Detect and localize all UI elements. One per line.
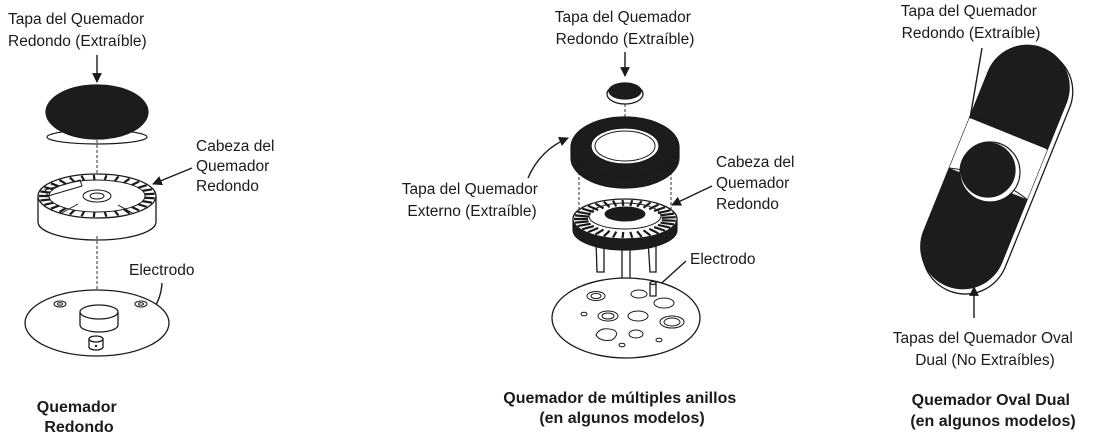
burner-port [648, 227, 659, 235]
burner-port [574, 214, 589, 218]
multi-ring-burner-caption: Quemador de múltiples anillos (en alguno… [503, 390, 740, 427]
burner-port [50, 182, 60, 188]
multi-electrode-label: Electrodo [690, 251, 755, 268]
burner-port [131, 206, 140, 212]
burner-port [44, 201, 54, 206]
dual-oval-center-cap [959, 141, 1021, 203]
burner-port [113, 210, 120, 217]
round-burner-figure: Tapa del Quemador Redondo (Extraíble) Ca… [8, 11, 279, 436]
burner-port [661, 216, 676, 219]
burner-port [642, 201, 652, 209]
burner-port [642, 229, 652, 237]
multi-outer-cap-label: Tapa del Quemador Externo (Extraíble) [402, 181, 542, 220]
round-cap-label: Tapa del Quemador Redondo (Extraíble) [8, 11, 148, 50]
burner-port [581, 207, 595, 214]
burner-port [58, 179, 67, 185]
burner-port [636, 230, 643, 238]
oval-caps-label: Tapas del Quemador Oval Dual (No Extraíb… [893, 330, 1077, 369]
burner-port [581, 224, 595, 231]
oval-top-cap-label: Tapa del Quemador Redondo (Extraíble) [901, 3, 1041, 42]
burner-port [123, 177, 131, 184]
multi-base-plate [551, 277, 701, 359]
burner-port [629, 231, 634, 239]
round-head-label: Cabeza del Quemador Redondo [196, 138, 279, 195]
dual-oval-burner-figure: Tapa del Quemador Redondo (Extraíble) Ta… [893, 3, 1077, 430]
burner-port [142, 200, 153, 204]
burner-port [653, 225, 666, 232]
burner-port [574, 220, 589, 224]
burner-port [137, 203, 148, 208]
multi-center-cap [606, 82, 644, 105]
burner-port [40, 190, 51, 194]
burner-port [44, 186, 54, 191]
burner-port [131, 180, 140, 186]
burner-port [661, 219, 676, 222]
burner-port [103, 174, 108, 181]
burner-port [657, 223, 671, 229]
burner-port [603, 230, 611, 238]
multi-burner-ports [574, 199, 676, 239]
burner-port [144, 196, 155, 200]
multi-burner-head [572, 198, 678, 293]
round-head-arrow [152, 167, 193, 186]
burner-port [660, 221, 675, 226]
burner-port [69, 209, 76, 216]
round-burner-cap [45, 84, 149, 145]
burner-port [80, 210, 86, 217]
burner-port [594, 228, 605, 236]
burner-port [653, 206, 666, 213]
round-burner-head [37, 173, 157, 241]
burner-port [50, 204, 60, 210]
burner-port [612, 231, 618, 239]
burner-port [113, 175, 120, 182]
burner-port [594, 202, 605, 210]
burner-port [587, 226, 599, 234]
round-burner-ports [39, 174, 155, 218]
multi-outer-cap [570, 116, 680, 189]
burner-port [577, 210, 591, 216]
burner-port [587, 204, 599, 212]
burner-port [80, 175, 86, 182]
burner-port [144, 192, 155, 196]
burner-port [69, 176, 76, 183]
round-electrode-label: Electrodo [129, 262, 194, 279]
round-burner-caption: Quemador Redondo [37, 399, 121, 436]
multi-head-label: Cabeza del Quemador Redondo [716, 154, 799, 213]
burner-port [142, 188, 153, 192]
burner-port [123, 208, 131, 215]
burner-port [621, 231, 625, 239]
burner-port [137, 184, 148, 189]
burner-port [40, 198, 51, 202]
burner-port [92, 211, 96, 218]
burner-port [92, 174, 96, 181]
burner-port [577, 222, 591, 228]
dual-oval-burner-caption: Quemador Oval Dual (en algunos modelos) [910, 392, 1075, 430]
multi-outer-cap-arrow [527, 136, 569, 179]
multi-ring-burner-figure: Tapa del Quemador Redondo (Extraíble) Ta… [402, 9, 799, 427]
burner-port [103, 211, 108, 218]
burner-port [660, 212, 675, 217]
burner-port [648, 203, 659, 211]
round-base-plate [24, 289, 170, 357]
multi-head-arrow [671, 185, 713, 206]
multi-cap-label: Tapa del Quemador Redondo (Extraíble) [555, 9, 695, 48]
burner-port [58, 207, 67, 213]
